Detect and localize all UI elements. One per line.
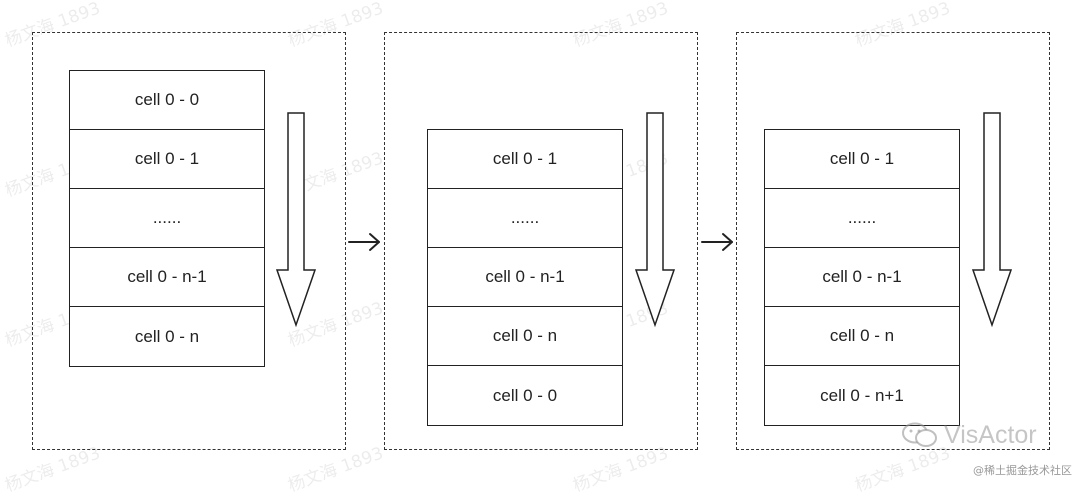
cell-row: cell 0 - 0 — [492, 385, 558, 405]
scroll-down-arrow-icon — [275, 112, 317, 328]
panel-3-frame — [736, 32, 1050, 450]
cell-row: cell 0 - 1 — [765, 130, 959, 189]
cell-row: cell 0 - n — [134, 326, 200, 346]
transition-arrow-icon — [348, 233, 380, 251]
cell-row: cell 0 - n — [428, 307, 622, 366]
cell-row: ...... — [70, 189, 264, 248]
cell-row: cell 0 - n-1 — [765, 248, 959, 307]
wechat-icon — [902, 422, 937, 447]
cell-row: cell 0 - 1 — [70, 130, 264, 189]
transition-arrow-icon — [701, 233, 733, 251]
cell-row: ...... — [765, 189, 959, 248]
brand-name: VisActor — [944, 420, 1037, 449]
scroll-down-arrow-icon — [634, 112, 676, 328]
scroll-down-arrow-icon — [971, 112, 1013, 328]
cell-row: cell 0 - n — [765, 307, 959, 366]
panel-2-frame — [384, 32, 698, 450]
cell-list-1: cell 0 - 0 cell 0 - 1 ...... cell 0 - n-… — [69, 70, 265, 367]
arrows-overlay — [275, 112, 1013, 328]
cell-row: cell 0 - n-1 — [428, 248, 622, 307]
cell-row: cell 0 - n-1 — [70, 248, 264, 307]
cell-list-2: cell 0 - 1 ...... cell 0 - n-1 cell 0 - … — [427, 129, 623, 426]
cell-row: ...... — [428, 189, 622, 248]
brand-watermark: VisActor — [900, 420, 1037, 450]
panel-1-frame — [32, 32, 346, 450]
cell-row: cell 0 - n+1 — [820, 385, 904, 405]
cell-row: cell 0 - 0 — [70, 71, 264, 130]
cell-row: cell 0 - 1 — [428, 130, 622, 189]
source-credit: @稀土掘金技术社区 — [973, 464, 1072, 477]
cell-list-3: cell 0 - 1 ...... cell 0 - n-1 cell 0 - … — [764, 129, 960, 426]
